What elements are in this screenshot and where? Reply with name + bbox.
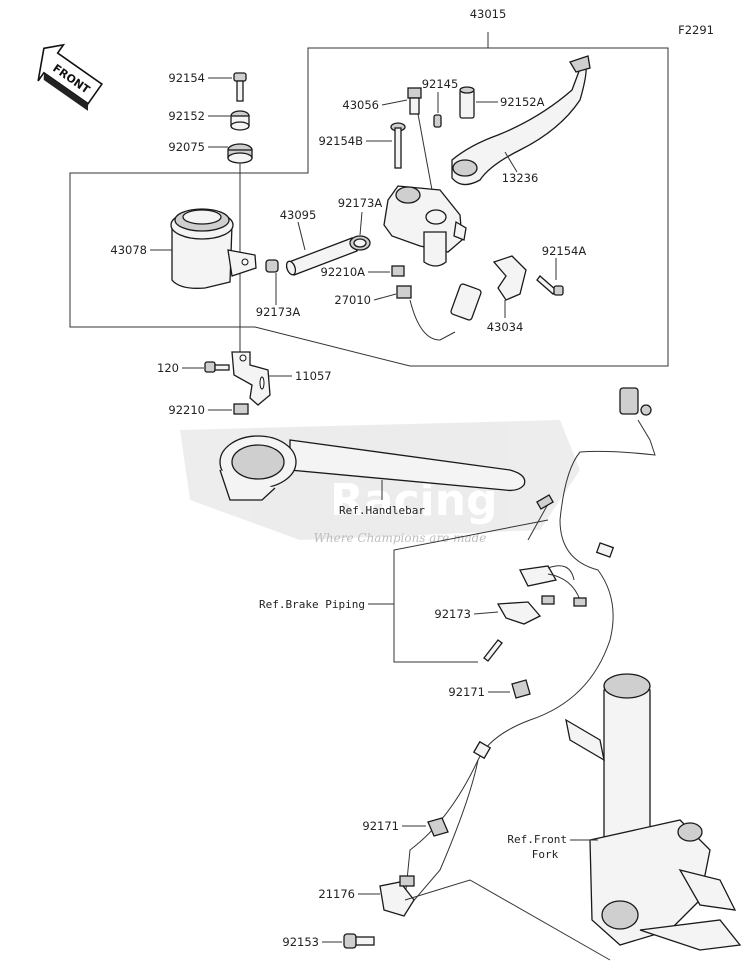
brake-piping-bracket xyxy=(393,519,549,663)
bolt-92173-screw xyxy=(483,639,503,662)
spring-92145 xyxy=(433,114,442,128)
clamp-92171-upper xyxy=(511,679,531,699)
sensor-21176 xyxy=(379,875,415,917)
bolt-92154A xyxy=(536,275,564,296)
label-92154A: 92154A xyxy=(542,244,587,258)
handlebar xyxy=(219,435,526,501)
label-43078: 43078 xyxy=(110,243,147,257)
collar-92152A xyxy=(459,86,475,119)
grommet-92075 xyxy=(227,143,253,164)
hose-43095 xyxy=(285,237,358,276)
front-arrow-icon: FRONT xyxy=(37,43,103,111)
ref-front-fork-line2: Fork xyxy=(532,848,559,861)
collar-92152 xyxy=(230,110,250,131)
clamp-43034 xyxy=(492,255,527,301)
label-43056: 43056 xyxy=(342,98,379,112)
diagram-code: F2291 xyxy=(678,23,714,37)
label-92153: 92153 xyxy=(282,935,319,949)
lever-13236 xyxy=(451,55,591,186)
label-21176: 21176 xyxy=(318,887,355,901)
label-92210: 92210 xyxy=(168,403,205,417)
label-43015: 43015 xyxy=(470,7,507,21)
bracket-11057 xyxy=(231,351,271,406)
label-92152: 92152 xyxy=(168,109,205,123)
nut-92210 xyxy=(233,403,249,415)
label-92152A: 92152A xyxy=(500,95,545,109)
ref-front-fork-line1: Ref.Front xyxy=(507,833,567,846)
label-92171-upper: 92171 xyxy=(448,685,485,699)
ref-brake-piping: Ref.Brake Piping xyxy=(259,598,365,611)
clip-92173 xyxy=(496,601,542,625)
assembly-frame xyxy=(69,32,669,367)
front-fork xyxy=(565,673,742,951)
label-43034: 43034 xyxy=(487,320,524,334)
brake-fittings xyxy=(519,494,587,607)
sensor-cable xyxy=(404,387,656,906)
label-92173: 92173 xyxy=(434,607,471,621)
label-92145: 92145 xyxy=(422,77,459,91)
clamp-92173A-upper xyxy=(349,235,371,251)
label-92154: 92154 xyxy=(168,71,205,85)
clamp-92173A-lower xyxy=(265,259,279,273)
label-92154B: 92154B xyxy=(319,134,364,148)
nut-92210A xyxy=(391,265,405,277)
banjo-bolt-43056 xyxy=(407,87,422,115)
label-11057: 11057 xyxy=(295,369,332,383)
bolt-92153 xyxy=(343,933,375,949)
bolt-92154 xyxy=(233,72,247,102)
switch-27010 xyxy=(396,283,482,341)
ref-handlebar: Ref.Handlebar xyxy=(339,504,425,517)
label-120: 120 xyxy=(157,361,179,375)
label-43095: 43095 xyxy=(280,208,317,222)
label-92173A-upper: 92173A xyxy=(338,196,383,210)
label-13236: 13236 xyxy=(502,171,539,185)
label-92075: 92075 xyxy=(168,140,205,154)
reservoir-43078 xyxy=(170,208,257,289)
bolt-92154B xyxy=(390,122,406,169)
label-92171-lower: 92171 xyxy=(362,819,399,833)
bolt-120 xyxy=(204,361,230,373)
clamp-92171-lower xyxy=(427,817,449,837)
label-92210A: 92210A xyxy=(321,265,366,279)
label-27010: 27010 xyxy=(334,293,371,307)
watermark-tagline: Where Champions are made xyxy=(314,531,487,545)
master-cylinder-body xyxy=(383,185,467,267)
label-92173A-lower: 92173A xyxy=(256,305,301,319)
